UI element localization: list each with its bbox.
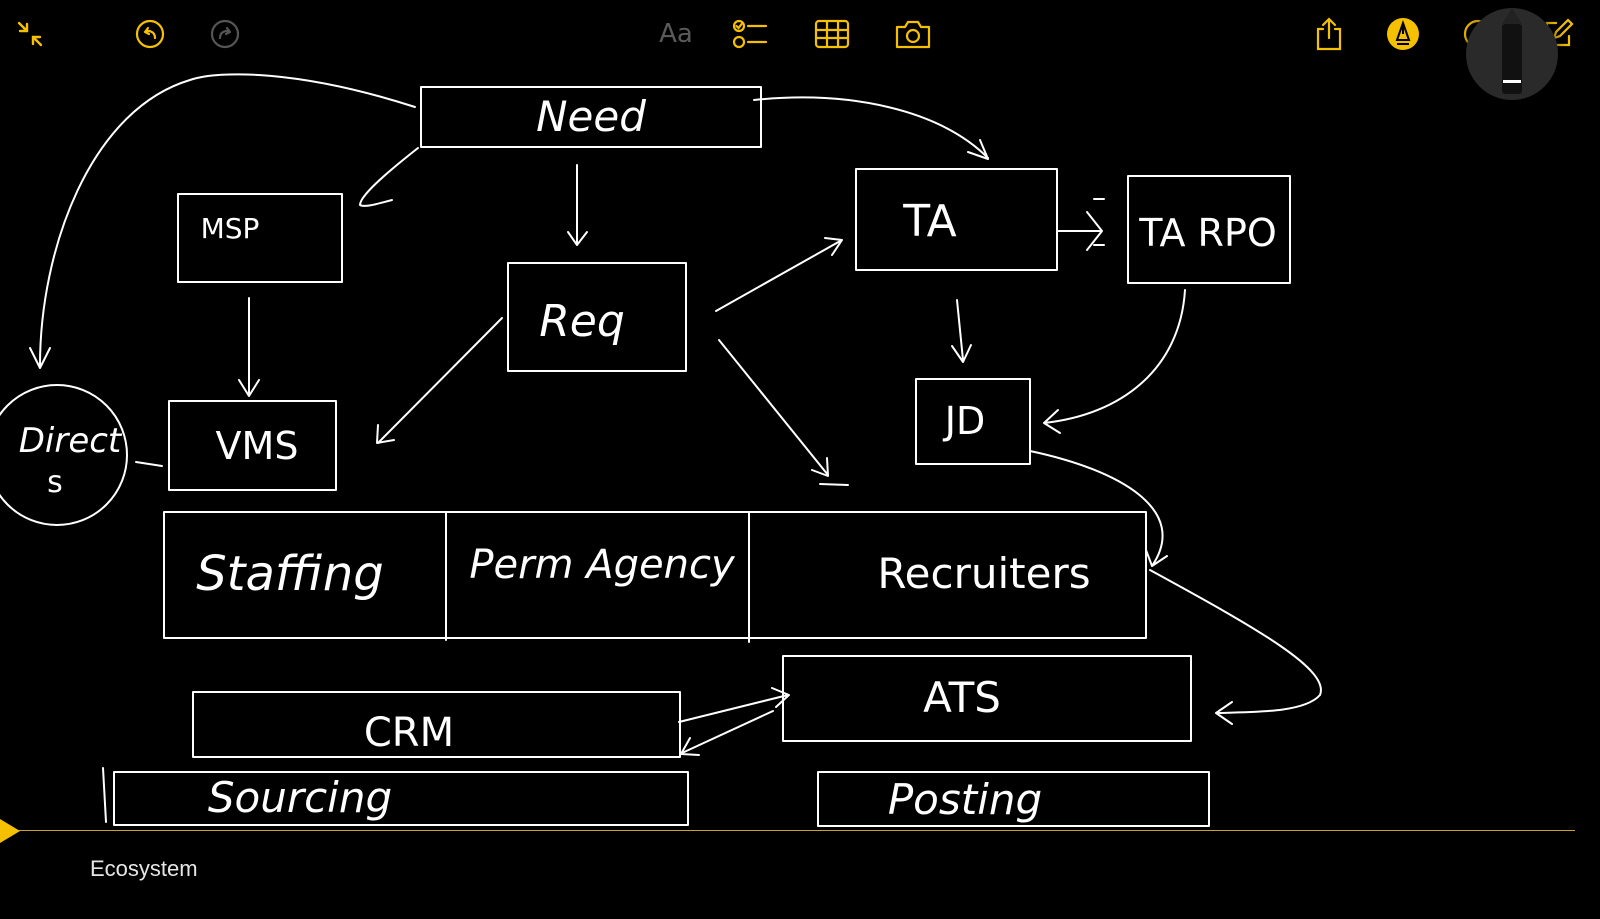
req-to-recruiters-arrow — [718, 339, 849, 486]
direct-label: Direct — [19, 421, 123, 461]
crm-to-ats-arrow — [678, 687, 790, 723]
msp-label: MSP — [201, 212, 260, 245]
msp-box — [177, 193, 343, 283]
drawing-resize-handle[interactable] — [0, 819, 20, 843]
jd-to-recruiters-arrow — [1029, 450, 1168, 567]
vms-box — [168, 400, 337, 491]
direct-to-vms-line — [135, 461, 163, 467]
staffing-label: Staffing — [196, 546, 384, 602]
format-button[interactable]: Aa — [648, 14, 704, 54]
req-box — [507, 262, 687, 372]
checklist-button[interactable] — [730, 14, 770, 54]
posting-box — [817, 771, 1210, 827]
sourcing-tick — [102, 767, 107, 823]
need-to-msp-curve — [359, 147, 419, 207]
camera-button[interactable] — [893, 14, 933, 54]
ta-box — [855, 168, 1058, 271]
markup-pen-icon — [1387, 18, 1419, 50]
recruiters-to-ats-arrow — [1149, 569, 1322, 725]
pencil-tool-palette[interactable] — [1466, 8, 1558, 100]
ta-rpo-box — [1127, 175, 1291, 284]
ats-label: ATS — [923, 673, 1001, 722]
agency-row-box — [163, 511, 1147, 639]
crm-label: CRM — [364, 710, 454, 756]
pencil-icon — [1502, 8, 1522, 94]
share-icon — [1316, 17, 1342, 51]
req-to-vms-arrow — [376, 317, 503, 444]
sourcing-label: Sourcing — [208, 773, 392, 822]
recruiters-label: Recruiters — [877, 549, 1090, 598]
ta-rpo-label: TA RPO — [1138, 211, 1277, 255]
perm-agency-label: Perm Agency — [469, 542, 736, 588]
share-button[interactable] — [1309, 14, 1349, 54]
sourcing-box — [113, 771, 689, 826]
collapse-arrows-icon — [17, 21, 43, 47]
ats-to-crm-arrow — [680, 710, 774, 756]
req-to-ta-arrow — [715, 237, 843, 312]
ta-to-rpo-arrow — [1056, 198, 1105, 251]
need-box — [420, 86, 762, 148]
drawing-resize-line — [0, 830, 1575, 831]
need-to-ta-arrow — [753, 96, 989, 160]
table-icon — [814, 19, 850, 49]
redo-button[interactable] — [205, 14, 245, 54]
undo-button[interactable] — [130, 14, 170, 54]
checklist-icon — [732, 19, 768, 49]
undo-icon — [135, 19, 165, 49]
need-label: Need — [536, 92, 646, 141]
note-title[interactable]: Ecosystem — [90, 856, 198, 881]
jd-box — [915, 378, 1031, 465]
msp-to-vms-arrow — [238, 297, 260, 397]
direct-circle — [0, 384, 128, 526]
ats-box — [782, 655, 1192, 742]
table-button[interactable] — [812, 14, 852, 54]
ta-to-jd-arrow — [951, 299, 972, 363]
redo-icon — [210, 19, 240, 49]
req-label: Req — [539, 296, 625, 347]
need-to-req-arrow — [567, 164, 588, 246]
need-to-direct-arrow — [29, 73, 416, 369]
posting-label: Posting — [888, 775, 1042, 824]
jd-label: JD — [943, 399, 985, 443]
markup-button[interactable] — [1383, 14, 1423, 54]
crm-box — [192, 691, 681, 758]
camera-icon — [895, 20, 931, 49]
ta-label: TA — [902, 196, 957, 247]
collapse-button[interactable] — [10, 14, 50, 54]
rpo-to-jd-arrow — [1043, 289, 1186, 434]
direct-s-label: s — [47, 465, 63, 500]
format-label: Aa — [659, 19, 693, 49]
vms-label: VMS — [216, 424, 299, 468]
